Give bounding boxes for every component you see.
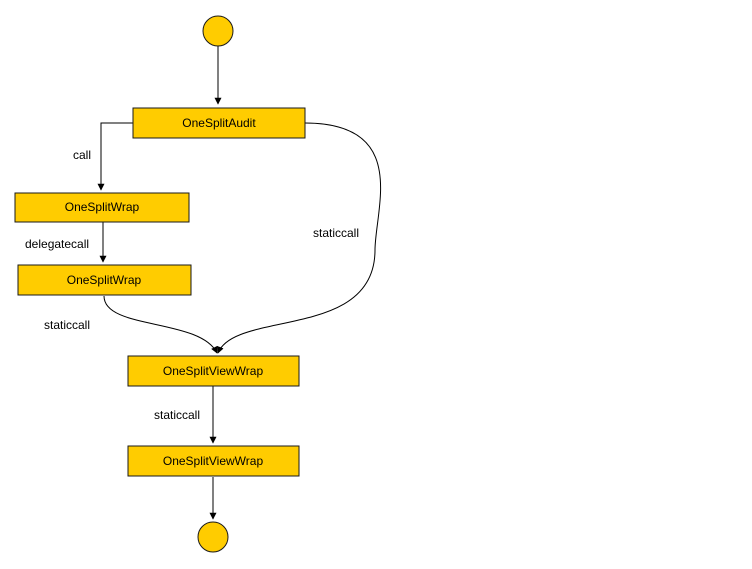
edge-audit-to-wrap (97, 122, 133, 191)
node-label: OneSplitViewWrap (163, 454, 264, 468)
node-one-split-view-wrap-1: OneSplitViewWrap (127, 355, 300, 387)
edge-label-delegatecall: delegatecall (25, 237, 89, 251)
edge-audit-to-view (217, 122, 382, 354)
node-label: OneSplitAudit (182, 116, 256, 130)
edge-label-staticcall-right: staticcall (313, 226, 359, 240)
edge-label-call: call (73, 148, 91, 162)
end-node (197, 521, 229, 553)
node-one-split-view-wrap-2: OneSplitViewWrap (127, 445, 300, 477)
node-one-split-audit: OneSplitAudit (132, 107, 306, 139)
start-node (202, 15, 234, 47)
edge-label-staticcall-left: staticcall (44, 318, 90, 332)
node-one-split-wrap-2: OneSplitWrap (17, 264, 192, 296)
edge-wrap-to-view (103, 295, 218, 354)
node-one-split-wrap-1: OneSplitWrap (14, 192, 190, 223)
node-label: OneSplitWrap (65, 200, 140, 214)
node-label: OneSplitWrap (67, 273, 142, 287)
edge-label-staticcall-bottom: staticcall (154, 408, 200, 422)
node-label: OneSplitViewWrap (163, 364, 264, 378)
